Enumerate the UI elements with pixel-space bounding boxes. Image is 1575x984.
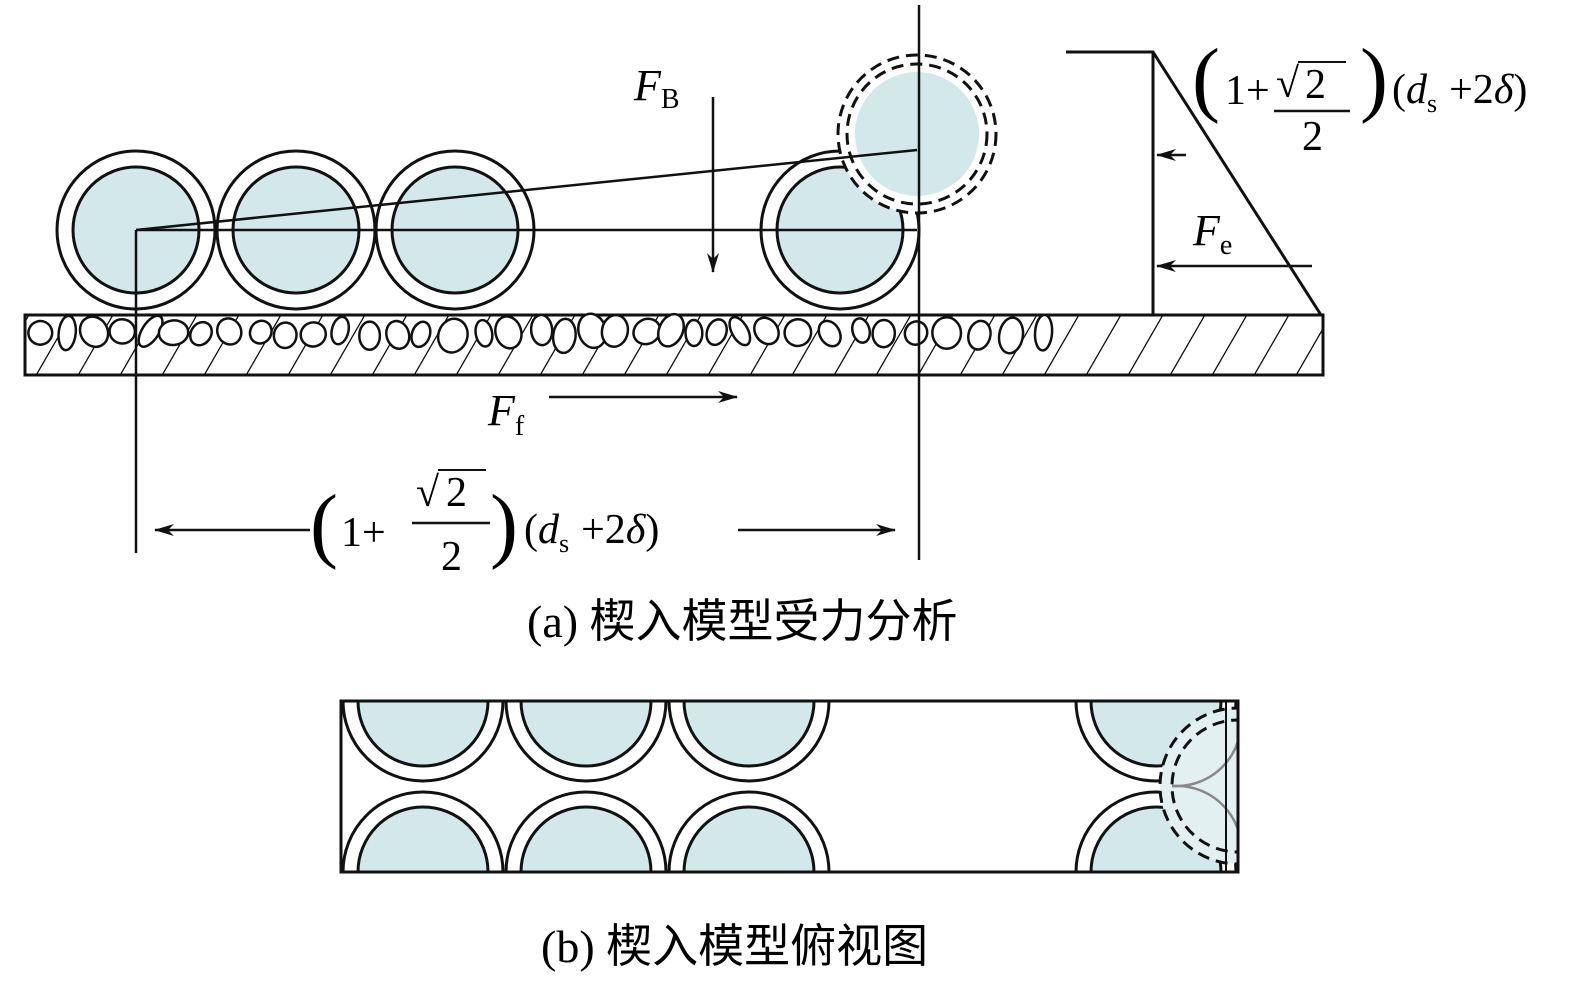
svg-text:(ds+2δ): (ds+2δ) [524, 507, 659, 558]
caption-b: (b) 楔入模型俯视图 [541, 921, 928, 972]
deposit-blob [410, 320, 432, 349]
bottom-row-pipes [341, 790, 1238, 872]
deposit-blob [783, 318, 813, 348]
deposit-blob [967, 319, 992, 351]
deposit-blob [656, 312, 685, 348]
force-ff-label: Ff [487, 386, 525, 442]
deposit-blob [436, 317, 469, 354]
deposit-blob [78, 315, 110, 349]
svg-text:2: 2 [441, 534, 462, 580]
deposit-blob [358, 320, 382, 352]
deposit-blob [997, 316, 1025, 355]
svg-text:√: √ [1276, 61, 1300, 107]
force-fb-label: FB [633, 61, 680, 115]
deposit-blob [27, 319, 54, 346]
deposit-blob [299, 321, 328, 348]
deposit-blob [903, 320, 929, 346]
caption-a: (a) 楔入模型受力分析 [527, 596, 958, 647]
deposit-blob [728, 315, 752, 347]
deposit-blob [632, 317, 662, 346]
svg-text:2: 2 [1302, 114, 1323, 160]
deposit-blob [248, 319, 273, 345]
deposit-blob [494, 315, 523, 350]
deposit-blob [705, 318, 728, 347]
wedged-pipe-top [1158, 701, 1238, 872]
deposit-blob [817, 319, 842, 348]
deposit-blob [272, 321, 298, 350]
top-view: (b) 楔入模型俯视图 [339, 699, 1240, 972]
svg-text:√: √ [416, 470, 440, 516]
horizontal-dimension-formula: ( 1+ √ 2 2 ) (ds+2δ) [310, 469, 659, 580]
svg-text:1+: 1+ [1225, 68, 1270, 114]
deposit-blob [931, 316, 963, 350]
deposit-blob [600, 313, 630, 348]
deposit-blob [330, 315, 351, 346]
svg-text:): ) [490, 478, 518, 571]
deposit-blob [108, 318, 137, 345]
deposit-blob [215, 317, 243, 346]
svg-text:(: ( [1192, 32, 1220, 125]
geometry-lines [134, 5, 921, 560]
deposit-blob [871, 318, 897, 349]
top-view-frame [339, 699, 1240, 874]
side-view: FB Fe Ff ( 1+ √ 2 2 ) (ds+2δ) [23, 5, 1527, 647]
deposit-blob [753, 316, 780, 346]
deposit-blob [188, 320, 213, 347]
deposit-blob [851, 317, 872, 344]
deposit-blob [474, 318, 494, 348]
deposit-blob [57, 314, 78, 352]
deposit-blob [684, 318, 704, 348]
deposit-blob [137, 314, 164, 348]
deposit-blob [551, 317, 577, 355]
deposit-blob [157, 319, 190, 347]
horizontal-dimension: ( 1+ √ 2 2 ) (ds+2δ) [154, 469, 896, 580]
deposit-blob [529, 313, 554, 347]
force-fe-label: Fe [1192, 206, 1232, 261]
svg-text:(ds+2δ): (ds+2δ) [1392, 67, 1527, 118]
deposit-blob [385, 319, 411, 350]
svg-text:2: 2 [1305, 62, 1326, 108]
surface-deposit-layer [27, 312, 1054, 355]
svg-text:1+: 1+ [341, 510, 386, 556]
lateral-pressure-diagram [1066, 50, 1323, 316]
svg-text:): ) [1360, 32, 1388, 125]
svg-text:(: ( [310, 478, 338, 571]
deposit-blob [1033, 313, 1054, 352]
svg-text:2: 2 [446, 470, 467, 516]
wedged-pipe [836, 53, 998, 215]
vertical-dimension-formula: ( 1+ √ 2 2 ) (ds+2δ) [1192, 32, 1527, 160]
